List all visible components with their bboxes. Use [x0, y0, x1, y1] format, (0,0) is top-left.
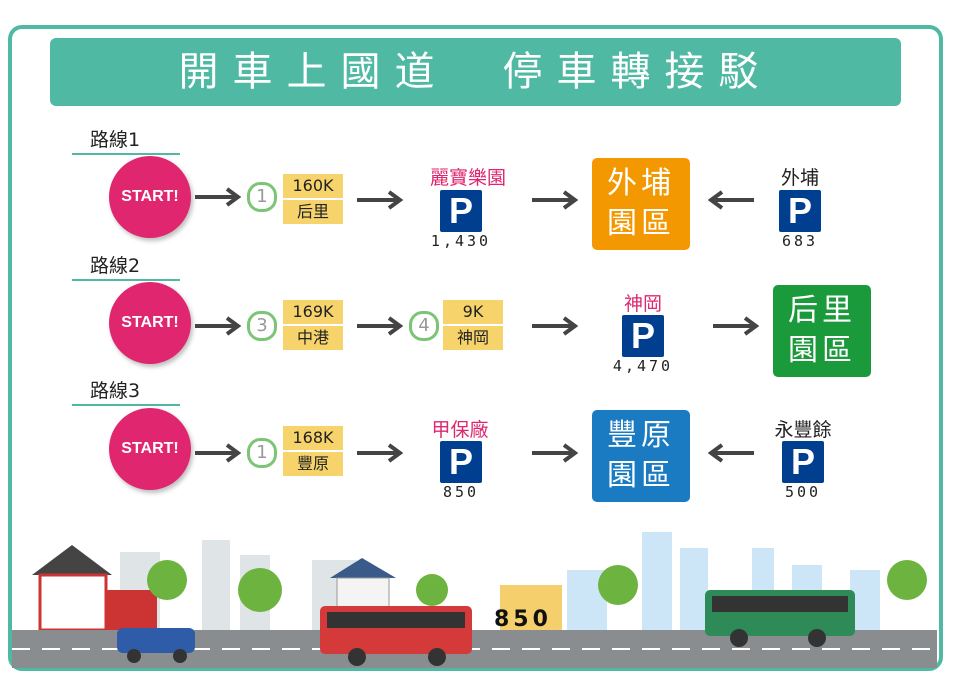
- interchange-km: 168K: [283, 426, 343, 450]
- arrow-left-icon: [709, 443, 756, 463]
- park-block-waipu: 外埔園區: [592, 158, 690, 250]
- park-block-fengyuan: 豐原園區: [592, 410, 690, 502]
- arrow-right-icon: [355, 190, 402, 210]
- arrow-right-icon: [193, 316, 240, 336]
- exit-number-badge: 4: [409, 311, 439, 341]
- start-badge: START!: [109, 156, 191, 238]
- shuttle-parking-capacity: 500: [784, 483, 822, 501]
- exit-number-badge: 1: [247, 438, 277, 468]
- parking-capacity: 1,430: [430, 232, 492, 250]
- red-bus-icon: [320, 606, 472, 666]
- shuttle-parking-name: 外埔: [780, 167, 819, 189]
- park-name-line2: 園區: [607, 206, 675, 241]
- arrow-right-icon: [530, 316, 577, 336]
- start-badge: START!: [109, 408, 191, 490]
- interchange-place: 后里: [283, 200, 343, 224]
- interchange-place: 神岡: [443, 326, 503, 350]
- parking-icon: P: [440, 441, 482, 483]
- arrow-right-icon: [355, 316, 402, 336]
- interchange-km: 169K: [283, 300, 343, 324]
- start-badge: START!: [109, 282, 191, 364]
- parking-name: 麗寶樂園: [429, 167, 506, 189]
- arrow-right-icon: [355, 443, 402, 463]
- shuttle-parking-name: 永豐餘: [774, 419, 832, 441]
- parking-name: 甲保廠: [431, 419, 489, 441]
- exit-number-badge: 3: [247, 311, 277, 341]
- shuttle-parking-capacity: 683: [781, 232, 819, 250]
- park-name-line2: 園區: [788, 333, 856, 368]
- interchange-place: 中港: [283, 326, 343, 350]
- parking-capacity: 4,470: [612, 357, 674, 375]
- green-bus-icon: [705, 590, 855, 647]
- car-icon: [117, 628, 195, 663]
- arrow-right-icon: [193, 443, 240, 463]
- parking-capacity: 850: [442, 483, 480, 501]
- interchange-km: 160K: [283, 174, 343, 198]
- parking-icon: P: [779, 190, 821, 232]
- parking-icon: P: [782, 441, 824, 483]
- building-number: 850: [494, 607, 552, 632]
- arrow-left-icon: [709, 190, 756, 210]
- trees: [147, 560, 927, 612]
- park-name-line1: 豐原: [607, 418, 675, 453]
- park-name-line1: 外埔: [607, 166, 675, 201]
- arrow-right-icon: [530, 190, 577, 210]
- city-scene-illustration: [12, 532, 937, 668]
- interchange-place: 豐原: [283, 452, 343, 476]
- interchange-km: 9K: [443, 300, 503, 324]
- arrow-right-icon: [530, 443, 577, 463]
- exit-number-badge: 1: [247, 182, 277, 212]
- page-title: 開車上國道 停車轉接駁: [50, 38, 901, 106]
- poster-frame: [8, 25, 943, 671]
- arrow-right-icon: [711, 316, 758, 336]
- parking-name: 神岡: [623, 293, 662, 315]
- park-name-line2: 園區: [607, 458, 675, 493]
- route-3-label: 路線3: [72, 376, 180, 406]
- arrow-right-icon: [193, 187, 240, 207]
- parking-icon: P: [440, 190, 482, 232]
- route-2-label: 路線2: [72, 251, 180, 281]
- parking-icon: P: [622, 315, 664, 357]
- yellow-building: [500, 585, 562, 630]
- park-name-line1: 后里: [788, 293, 856, 328]
- park-block-houli: 后里園區: [773, 285, 871, 377]
- house-red: [32, 545, 157, 632]
- route-1-label: 路線1: [72, 125, 180, 155]
